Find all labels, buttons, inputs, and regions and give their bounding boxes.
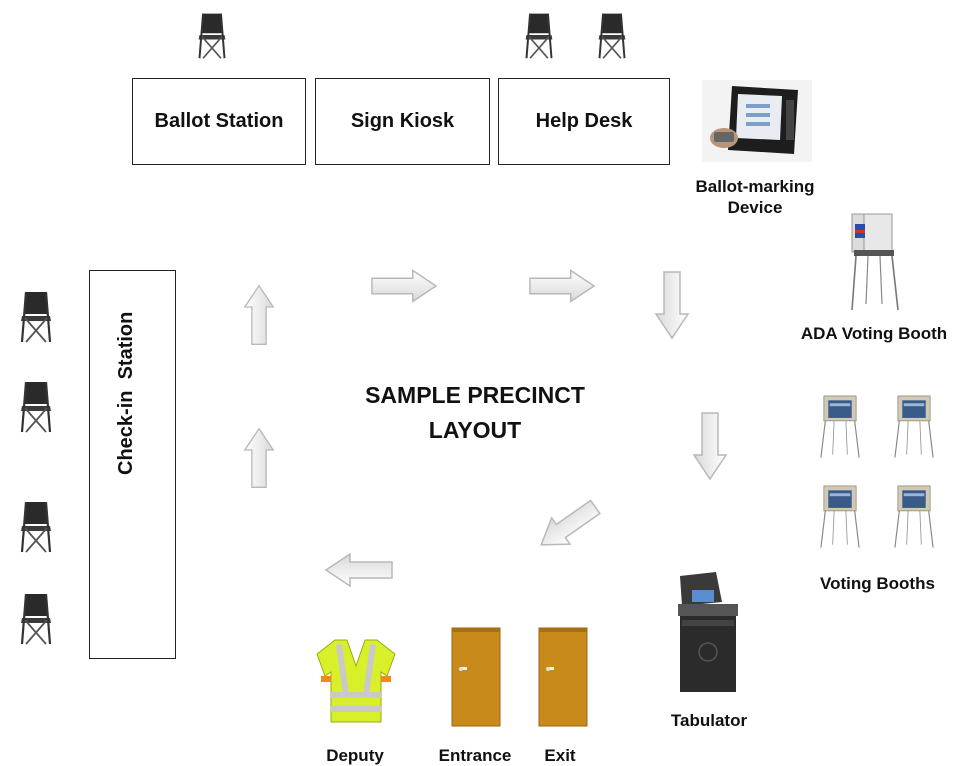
voting-booth-icon bbox=[818, 382, 862, 470]
ada-voting-booth-icon bbox=[851, 213, 899, 311]
exit-door-icon bbox=[537, 627, 589, 727]
arrow-down-icon bbox=[654, 270, 690, 340]
exit-label: Exit bbox=[544, 746, 576, 765]
arrow-up-icon bbox=[243, 280, 275, 350]
safety-vest-icon bbox=[316, 639, 396, 723]
chair-icon bbox=[16, 288, 56, 344]
entrance-label: Entrance bbox=[438, 746, 512, 765]
tabulator-icon bbox=[678, 572, 738, 692]
entrance-door-icon bbox=[450, 627, 502, 727]
arrow-right-icon bbox=[528, 268, 596, 304]
help-desk-label: Help Desk bbox=[535, 110, 633, 132]
ballot-station-box: Ballot Station bbox=[132, 78, 306, 165]
check-in-station-box bbox=[89, 270, 176, 659]
voting-booths-label: Voting Booths bbox=[820, 574, 935, 593]
sign-kiosk-box: Sign Kiosk bbox=[315, 78, 490, 165]
chair-icon bbox=[16, 498, 56, 554]
arrow-up-icon bbox=[243, 424, 275, 492]
ballot-marking-device-icon bbox=[702, 80, 812, 162]
tabulator-label: Tabulator bbox=[670, 711, 748, 730]
title-line-2: LAYOUT bbox=[428, 416, 522, 443]
ballot-marking-device-line1: Ballot-marking bbox=[695, 177, 815, 196]
page-title: SAMPLE PRECINCT LAYOUT bbox=[330, 378, 620, 447]
chair-icon bbox=[16, 590, 56, 646]
ballot-station-label: Ballot Station bbox=[154, 110, 284, 132]
sign-kiosk-label: Sign Kiosk bbox=[350, 110, 455, 132]
voting-booth-icon bbox=[818, 472, 862, 560]
voting-booth-icon bbox=[892, 382, 936, 470]
deputy-label: Deputy bbox=[326, 746, 384, 765]
title-line-1: SAMPLE PRECINCT bbox=[365, 382, 585, 408]
arrow-right-icon bbox=[370, 268, 438, 304]
check-in-station-label: Check-in Station bbox=[115, 311, 137, 475]
arrow-down-icon bbox=[692, 410, 728, 482]
arrow-left-icon bbox=[323, 552, 395, 588]
chair-icon bbox=[16, 378, 56, 434]
ada-voting-booth-label: ADA Voting Booth bbox=[800, 324, 948, 343]
chair-icon bbox=[593, 10, 631, 60]
voting-booth-icon bbox=[892, 472, 936, 560]
help-desk-box: Help Desk bbox=[498, 78, 670, 165]
ballot-marking-device-line2: Device bbox=[727, 198, 783, 218]
arrow-down-left-icon bbox=[528, 491, 608, 562]
chair-icon bbox=[520, 10, 558, 60]
chair-icon bbox=[193, 10, 231, 60]
ballot-marking-device-label: Ballot-marking Device bbox=[670, 176, 840, 219]
